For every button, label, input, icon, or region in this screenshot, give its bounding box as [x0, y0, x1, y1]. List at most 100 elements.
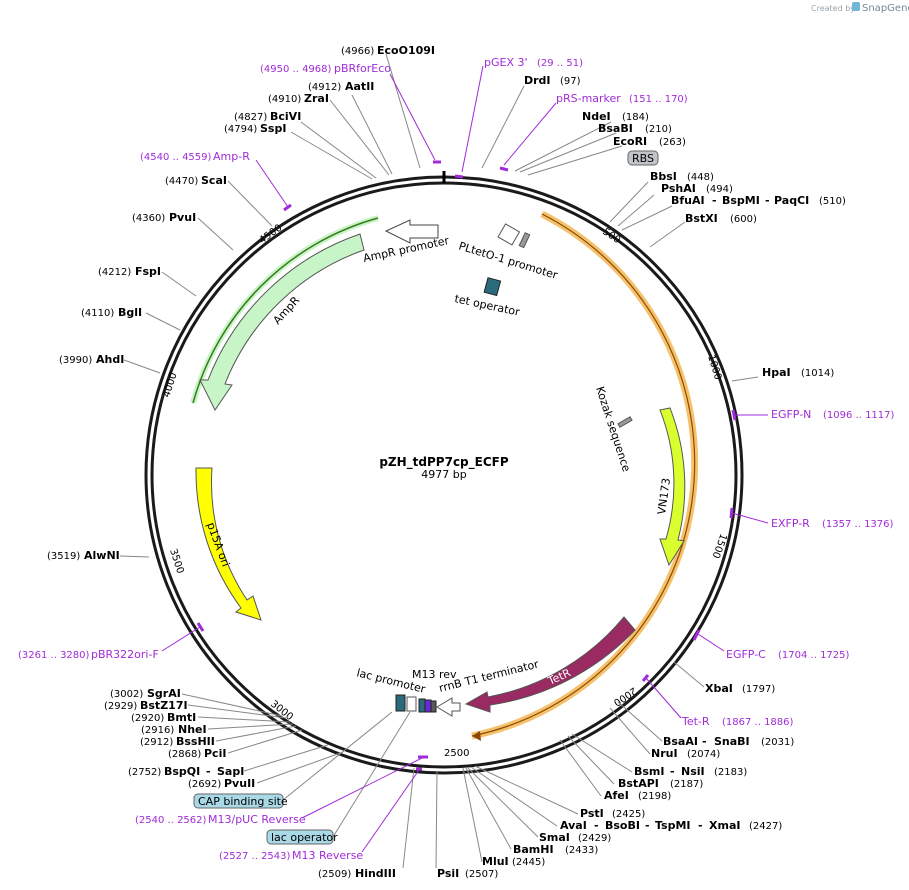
site-name[interactable]: SmaI [539, 831, 570, 844]
site-name[interactable]: PciI [204, 747, 226, 760]
site-name[interactable]: FspI [135, 265, 161, 278]
primer-name[interactable]: pBRforEco [334, 62, 391, 75]
cap-site-icon[interactable] [406, 696, 417, 712]
site-name[interactable]: BsaBI [598, 122, 633, 135]
site-pos: (4212) [98, 267, 131, 278]
site-name[interactable]: XmaI [709, 819, 740, 832]
site-pos: (1797) [742, 684, 775, 695]
primer-name[interactable]: EXFP-R [771, 517, 810, 530]
primer-name[interactable]: Tet-R [681, 715, 710, 728]
site-name[interactable]: SgrAI [147, 687, 181, 700]
site-name[interactable]: EcoO109I [377, 44, 435, 57]
site-name[interactable]: SnaBI [714, 735, 750, 748]
site-pos: (2868) [168, 749, 201, 760]
site-name[interactable]: AhdI [96, 353, 124, 366]
rrnb-terminator-arrow[interactable] [436, 697, 461, 717]
site-pos: (2912) [140, 737, 173, 748]
site-pos: (494) [706, 184, 733, 195]
rbs-badge[interactable] [627, 150, 659, 166]
primer-name[interactable]: EGFP-N [771, 408, 811, 421]
orange-highlight-core [471, 213, 696, 737]
vn173-arrow[interactable] [659, 407, 686, 567]
site-name[interactable]: BssHII [176, 735, 215, 748]
site-name[interactable]: NdeI [582, 110, 611, 123]
site-name[interactable]: BsmI [634, 765, 665, 778]
site-name[interactable]: AlwNI [84, 549, 120, 562]
site-name[interactable]: BspMI [722, 194, 760, 207]
site-name[interactable]: BspQI [164, 765, 200, 778]
primer-pos: (4950 .. 4968) [260, 64, 332, 75]
site-pos: (3990) [59, 355, 92, 366]
primer-name[interactable]: M13/pUC Reverse [208, 813, 306, 826]
svg-text:-: - [670, 765, 675, 778]
primer-name[interactable]: pGEX 3' [484, 56, 528, 69]
site-pos: (1014) [801, 368, 834, 379]
site-name[interactable]: TspMI [655, 819, 691, 832]
site-name[interactable]: BbsI [650, 170, 677, 183]
site-name[interactable]: BmtI [167, 711, 196, 724]
site-name[interactable]: ScaI [201, 174, 227, 187]
primer-name[interactable]: pBR322ori-F [91, 648, 159, 661]
site-name[interactable]: EcoRI [613, 135, 647, 148]
site-name[interactable]: PvuII [224, 777, 255, 790]
tet-operator-label: tet operator [453, 292, 521, 319]
m13-rev-icon[interactable] [424, 699, 432, 713]
site-name[interactable]: PaqCI [774, 194, 809, 207]
site-name[interactable]: NruI [651, 747, 678, 760]
rbs-feature-icon[interactable] [518, 232, 531, 249]
site-name[interactable]: BstZ17I [140, 699, 188, 712]
site-name[interactable]: PstI [580, 807, 604, 820]
sites-left: (4470) ScaI (4360) PvuI (4212) FspI (411… [47, 174, 396, 880]
site-pos: (2183) [714, 767, 747, 778]
site-name[interactable]: BglI [118, 306, 142, 319]
lac-operator-icon[interactable] [418, 698, 426, 713]
primer-name[interactable]: pRS-marker [556, 92, 621, 105]
site-name[interactable]: BfuAI [671, 194, 705, 207]
site-name[interactable]: PsiI [437, 867, 459, 880]
primer-name[interactable]: M13 Reverse [292, 849, 363, 862]
site-name[interactable]: AfeI [604, 789, 629, 802]
site-pos: (4912) [308, 82, 341, 93]
site-pos: (4827) [234, 112, 267, 123]
site-name[interactable]: SapI [217, 765, 244, 778]
site-name[interactable]: BciVI [270, 110, 301, 123]
site-name[interactable]: PvuI [169, 211, 196, 224]
site-name[interactable]: PshAI [661, 182, 696, 195]
rrnb-icon[interactable] [430, 700, 437, 713]
p15a-ori-arrow[interactable] [195, 467, 262, 621]
site-name[interactable]: MluI [482, 855, 509, 868]
site-name[interactable]: BamHI [513, 843, 554, 856]
site-name[interactable]: ZraI [304, 92, 329, 105]
site-name[interactable]: BstXI [685, 212, 718, 225]
tick-3500: 3500 [167, 548, 185, 576]
site-pos: (2031) [761, 737, 794, 748]
pltet-promoter-icon[interactable] [497, 223, 521, 246]
site-name[interactable]: BsoBI [605, 819, 640, 832]
site-pos: (4794) [224, 124, 257, 135]
site-name[interactable]: NheI [178, 723, 207, 736]
site-name[interactable]: BsaAI [663, 735, 698, 748]
site-name[interactable]: HindIII [355, 867, 396, 880]
site-pos: (4910) [268, 94, 301, 105]
site-name[interactable]: HpaI [762, 366, 791, 379]
site-name[interactable]: AatII [345, 80, 374, 93]
primer-name[interactable]: EGFP-C [726, 648, 766, 661]
site-name[interactable]: XbaI [705, 682, 733, 695]
tetr-arrow[interactable] [464, 616, 636, 713]
site-name[interactable]: DrdI [524, 74, 551, 87]
site-name[interactable]: SspI [260, 122, 286, 135]
lac-operator-badge[interactable] [266, 829, 334, 845]
ampr-arrow[interactable] [199, 233, 365, 411]
site-name[interactable]: AvaI [560, 819, 587, 832]
site-name[interactable]: BstAPI [618, 777, 659, 790]
ampr-promoter-arrow[interactable] [384, 219, 439, 244]
svg-text:-: - [645, 819, 650, 832]
site-pos: (2445) [512, 857, 545, 868]
kozak-sequence-icon[interactable] [617, 416, 633, 428]
cap-badge-label: CAP binding site [198, 795, 288, 808]
tet-operator-icon[interactable] [483, 277, 502, 297]
site-name[interactable]: NsiI [681, 765, 705, 778]
cap-binding-site-badge[interactable] [193, 793, 284, 809]
lac-promoter-icon[interactable] [395, 694, 406, 712]
primer-name[interactable]: Amp-R [213, 150, 250, 163]
